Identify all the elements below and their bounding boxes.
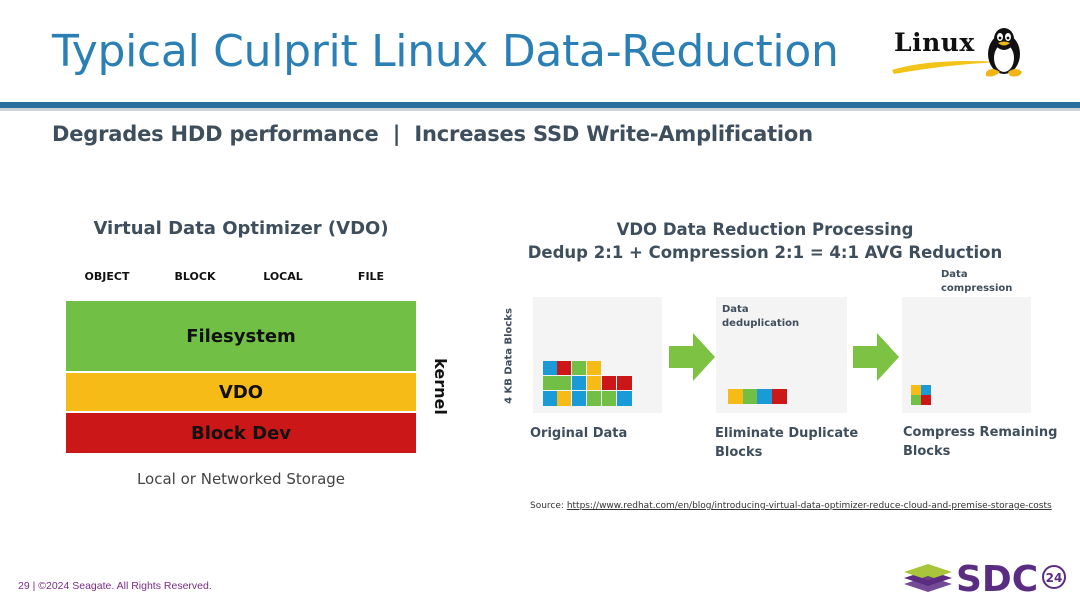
caption-compress-remaining: Compress Remaining Blocks <box>903 425 1058 459</box>
data-block <box>557 391 571 406</box>
data-block <box>572 376 586 390</box>
processing-title: VDO Data Reduction Processing Dedup 2:1 … <box>520 218 1010 264</box>
processing-title-line2: Dedup 2:1 + Compression 2:1 = 4:1 AVG Re… <box>527 243 1003 262</box>
linux-logo-text: Linux <box>894 28 975 57</box>
data-block <box>587 361 601 375</box>
data-block <box>911 395 921 405</box>
data-block <box>921 385 931 395</box>
vdo-stack-title: Virtual Data Optimizer (VDO) <box>93 218 389 239</box>
kernel-label: kernel <box>430 358 450 415</box>
category-label: OBJECT <box>84 270 130 283</box>
header-rule <box>0 102 1080 108</box>
data-block <box>602 376 616 390</box>
data-block <box>921 395 931 405</box>
caption-original-data: Original Data <box>530 426 628 441</box>
data-block <box>543 391 557 406</box>
slide-subtitle: Degrades HDD performance | Increases SSD… <box>52 122 813 146</box>
arrow-right-icon <box>669 333 715 381</box>
sdc-brand-text: SDC <box>956 559 1038 598</box>
data-block <box>728 389 743 404</box>
sdc-year-badge: 24 <box>1046 571 1063 585</box>
data-block <box>587 376 601 390</box>
data-block <box>587 391 601 406</box>
data-block <box>572 361 586 375</box>
arrow-right-icon <box>853 333 899 381</box>
vdo-layer: VDO <box>66 373 416 411</box>
tux-penguin-icon <box>986 28 1022 77</box>
caption-eliminate-duplicate: Eliminate Duplicate Blocks <box>715 426 859 460</box>
data-block <box>617 376 632 390</box>
sdc-logo: SDC 24 <box>904 559 1066 598</box>
processing-title-line1: VDO Data Reduction Processing <box>616 220 914 239</box>
data-block <box>543 376 557 390</box>
dedup-panel-label: Data deduplication <box>722 304 800 329</box>
storage-footnote: Local or Networked Storage <box>136 470 346 488</box>
source-prefix: Source: <box>530 501 567 511</box>
data-block <box>617 391 632 406</box>
category-label: LOCAL <box>263 270 303 283</box>
blocks-axis-label: 4 KB Data Blocks <box>503 308 515 404</box>
source-citation: Source: https://www.redhat.com/en/blog/i… <box>530 501 1052 511</box>
data-block <box>743 389 757 404</box>
category-label: BLOCK <box>174 270 216 283</box>
data-block <box>572 391 586 406</box>
compression-panel-label: Data compression <box>941 269 1013 294</box>
data-block <box>757 389 772 404</box>
data-block <box>602 391 616 406</box>
data-block <box>911 385 921 395</box>
category-label: FILE <box>357 270 385 283</box>
stack-icon <box>904 564 952 592</box>
data-block <box>543 361 557 375</box>
data-block <box>557 361 571 375</box>
footer-copyright: 29 | ©2024 Seagate. All Rights Reserved. <box>18 580 212 592</box>
linux-swoosh-icon <box>892 61 1002 74</box>
slide-title: Typical Culprit Linux Data-Reduction <box>52 26 839 77</box>
filesystem-layer: Filesystem <box>66 301 416 371</box>
block-dev-layer: Block Dev <box>66 413 416 453</box>
header-rule-shadow <box>0 108 1080 111</box>
source-link[interactable]: https://www.redhat.com/en/blog/introduci… <box>566 501 1052 511</box>
linux-logo: Linux <box>890 26 1030 78</box>
data-block <box>772 389 787 404</box>
data-block <box>557 376 571 390</box>
